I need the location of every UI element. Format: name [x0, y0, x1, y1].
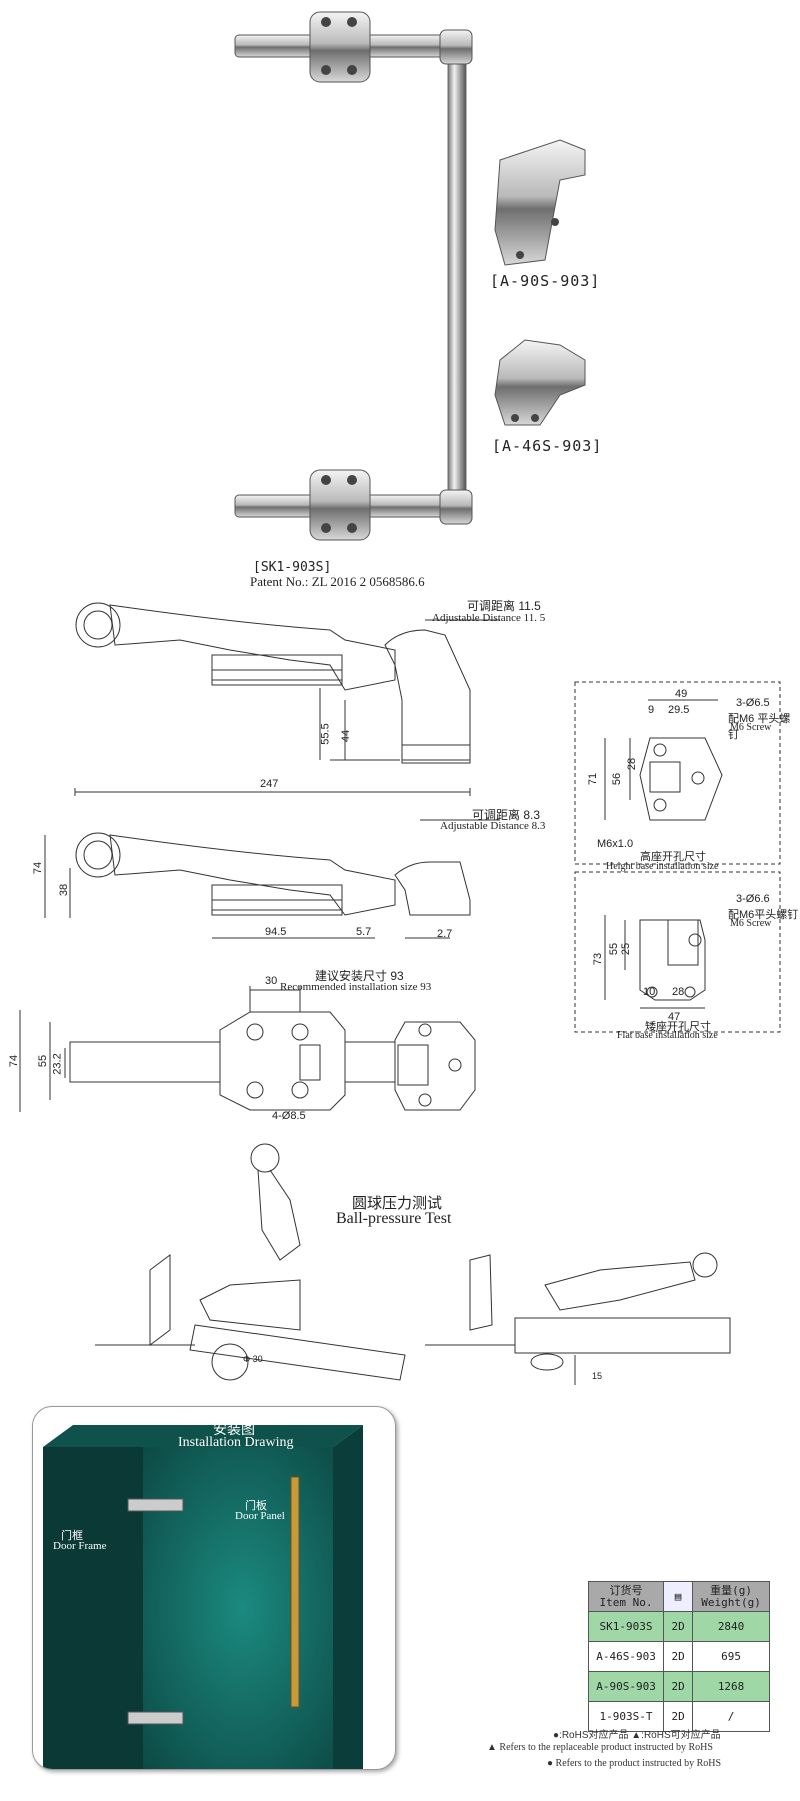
d2-b3: 2.7: [437, 928, 453, 940]
hb-h56: 56: [611, 772, 624, 786]
door-panel-cn: 门板: [245, 1500, 267, 1512]
hb-w9: 9: [648, 704, 655, 716]
d2-b1: 94.5: [265, 926, 287, 938]
hb-screw-en: M6 Screw: [730, 722, 772, 733]
hb-screw-cn: 配M6 平头螺钉: [728, 713, 791, 741]
d3-30: 30: [265, 975, 278, 987]
fb-w47: 47: [668, 1011, 681, 1023]
variant-b-label: [A-46S-903]: [492, 437, 603, 455]
fb-screw-spec: 3-Ø6.6: [736, 893, 770, 905]
ball-test-left: [95, 1143, 406, 1381]
installation-panel: 安装图 Installation Drawing 门框 Door Frame 门…: [32, 1406, 396, 1770]
top-latch-arm: [234, 11, 473, 83]
table-row: A-90S-903 2D 1268: [587, 1671, 770, 1702]
install-title-cn: 安装图: [213, 1421, 255, 1437]
fb-caption-cn: 矮座开孔尺寸: [645, 1021, 711, 1033]
ball-test-d15: 15: [592, 1371, 603, 1381]
d3-h55: 55: [37, 1054, 50, 1068]
d1-adjust-en: Adjustable Distance 11. 5: [432, 612, 546, 624]
cell-weight: 695: [692, 1641, 770, 1672]
drawing3-keeper-top: [394, 1021, 476, 1111]
legend-line2: ▲ Refers to the replaceable product inst…: [487, 1742, 713, 1753]
fb-screw-en: M6 Screw: [730, 918, 772, 929]
product-photo: [A-90S-903] [A-46S-903] [SK1-903S]: [0, 0, 800, 575]
fb-w28: 28: [672, 986, 685, 998]
door-frame-cn: 门框: [61, 1530, 83, 1542]
legend-line1: ●:RoHS对应产品 ▲:RoHS可对应产品: [553, 1730, 721, 1741]
cell-type: 2D: [663, 1671, 694, 1702]
ball-test-d30: Φ 30: [243, 1354, 263, 1364]
cell-item: A-90S-903: [587, 1671, 665, 1702]
d2-h38: 38: [58, 883, 71, 897]
d2-adjust-cn: 可调距离 8.3: [472, 808, 541, 822]
ball-test-title-en: Ball-pressure Test: [336, 1210, 452, 1227]
fb-screw-cn: 配M6平头螺钉: [728, 909, 799, 921]
hb-h71: 71: [587, 772, 600, 786]
header-weight: 重量(g)Weight(g): [692, 1581, 770, 1612]
bottom-latch-arm: [234, 469, 473, 541]
drawing2-latch: [74, 788, 471, 916]
cell-item: 1-903S-T: [587, 1701, 665, 1732]
hb-w49: 49: [675, 688, 688, 700]
d3-rec-cn: 建议安装尺寸 93: [315, 969, 404, 983]
hb-caption-en: Height base installation size: [606, 861, 719, 872]
cell-weight: 1268: [692, 1671, 770, 1702]
patent-number: Patent No.: ZL 2016 2 0568586.6: [250, 574, 425, 589]
ball-test-right: [425, 1252, 731, 1385]
fb-h25: 25: [620, 942, 633, 956]
drawing1-keeper: [384, 629, 471, 764]
keeper-a90s-photo: [494, 139, 586, 266]
d3-holes: 4-Ø8.5: [272, 1110, 306, 1122]
cell-weight: 2840: [692, 1611, 770, 1642]
keeper-a46s-photo: [494, 339, 586, 426]
install-title-en: Installation Drawing: [178, 1435, 294, 1450]
table-row: A-46S-903 2D 695: [587, 1641, 770, 1672]
fb-caption-en: Flat base installation size: [617, 1030, 718, 1041]
cell-type: 2D: [663, 1611, 694, 1642]
latch-photo-svg: [234, 11, 586, 541]
door-frame-en: Door Frame: [53, 1540, 107, 1552]
drawing2-keeper: [394, 861, 471, 916]
cell-item: SK1-903S: [587, 1611, 665, 1642]
drawing3-latch-top: [69, 1011, 396, 1111]
table-row: 1-903S-T 2D /: [587, 1701, 770, 1732]
variant-a-label: [A-90S-903]: [490, 272, 601, 290]
cell-item: A-46S-903: [587, 1641, 665, 1672]
hb-caption-cn: 高座开孔尺寸: [640, 851, 706, 863]
legend-line3: ● Refers to the product instructed by Ro…: [547, 1758, 722, 1769]
fb-h73: 73: [592, 952, 605, 966]
hb-thread: M6x1.0: [597, 838, 634, 850]
d2-length: 247: [260, 778, 279, 790]
ball-test-title-cn: 圆球压力测试: [352, 1195, 443, 1212]
d1-adjust-cn: 可调距离 11.5: [467, 599, 541, 613]
fb-h55: 55: [608, 942, 621, 956]
d2-h74: 74: [32, 861, 45, 875]
high-base-drawing: [604, 699, 723, 821]
main-product-label: [SK1-903S]: [253, 560, 332, 575]
d1-dim-55: 55.5: [319, 723, 332, 745]
d2-b2: 5.7: [356, 926, 372, 938]
drawing1-latch: [75, 602, 396, 691]
document-icon: ▤: [663, 1581, 694, 1612]
hb-screw-spec: 3-Ø6.5: [736, 697, 770, 709]
d3-h74: 74: [8, 1054, 21, 1068]
cell-type: 2D: [663, 1701, 694, 1732]
hb-h28: 28: [626, 757, 639, 771]
table-row: SK1-903S 2D 2840: [587, 1611, 770, 1642]
d3-rec-en: Recommended installation size 93: [280, 981, 432, 993]
door-panel-en: Door Panel: [235, 1510, 285, 1522]
hb-w295: 29.5: [668, 704, 690, 716]
cell-weight: /: [692, 1701, 770, 1732]
d1-dim-44: 44: [340, 729, 353, 743]
d3-h23: 23.2: [51, 1053, 64, 1075]
cabinet-svg: [43, 1425, 363, 1769]
cell-type: 2D: [663, 1641, 694, 1672]
fb-w10: 10: [643, 986, 656, 998]
d2-adjust-en: Adjustable Distance 8.3: [440, 820, 546, 832]
